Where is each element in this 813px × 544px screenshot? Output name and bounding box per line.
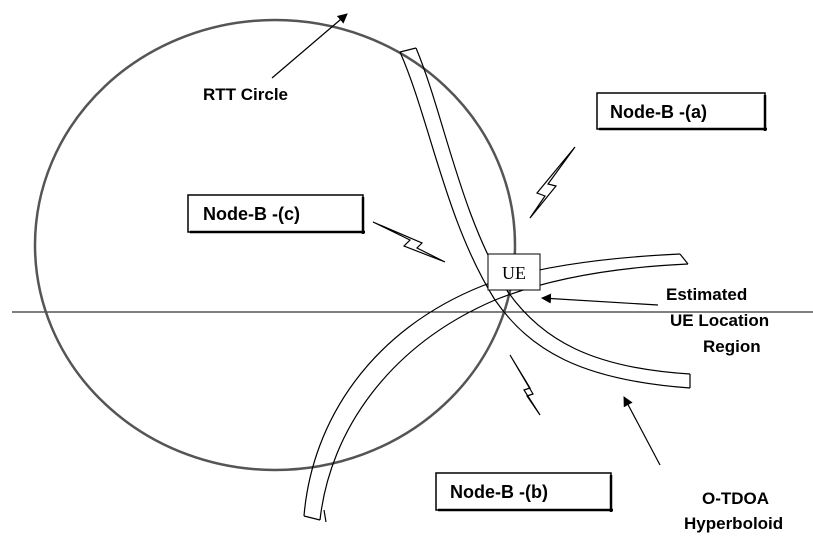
- otdoa-label-line1: O-TDOA: [702, 489, 769, 508]
- node-b-b-label: Node-B -(b): [450, 482, 548, 502]
- otdoa-arrow: [623, 396, 661, 466]
- rtt-circle: [33, 18, 517, 472]
- node-b-c-label: Node-B -(c): [203, 204, 300, 224]
- rtt-circle-arrow: [271, 13, 348, 79]
- estimated-label-line2: UE Location: [670, 311, 769, 330]
- hyperbola-band-lower: [303, 253, 689, 521]
- estimated-label-line3: Region: [703, 337, 761, 356]
- lightning-bolt-b-icon: [509, 354, 541, 416]
- ue-box: [487, 253, 541, 291]
- rtt-circle-label: RTT Circle: [203, 85, 288, 104]
- estimated-label-line1: Estimated: [666, 285, 747, 304]
- otdoa-label-line2: Hyperboloid: [684, 514, 783, 533]
- lightning-bolt-a-icon: [529, 146, 576, 219]
- lightning-bolt-c-icon: [372, 221, 446, 263]
- estimated-location-arrow: [541, 293, 659, 306]
- hyperbola-end-tick: [323, 509, 327, 523]
- ue-label: UE: [502, 263, 526, 283]
- node-b-a-label: Node-B -(a): [610, 102, 707, 122]
- node-b-b-box: [435, 472, 612, 511]
